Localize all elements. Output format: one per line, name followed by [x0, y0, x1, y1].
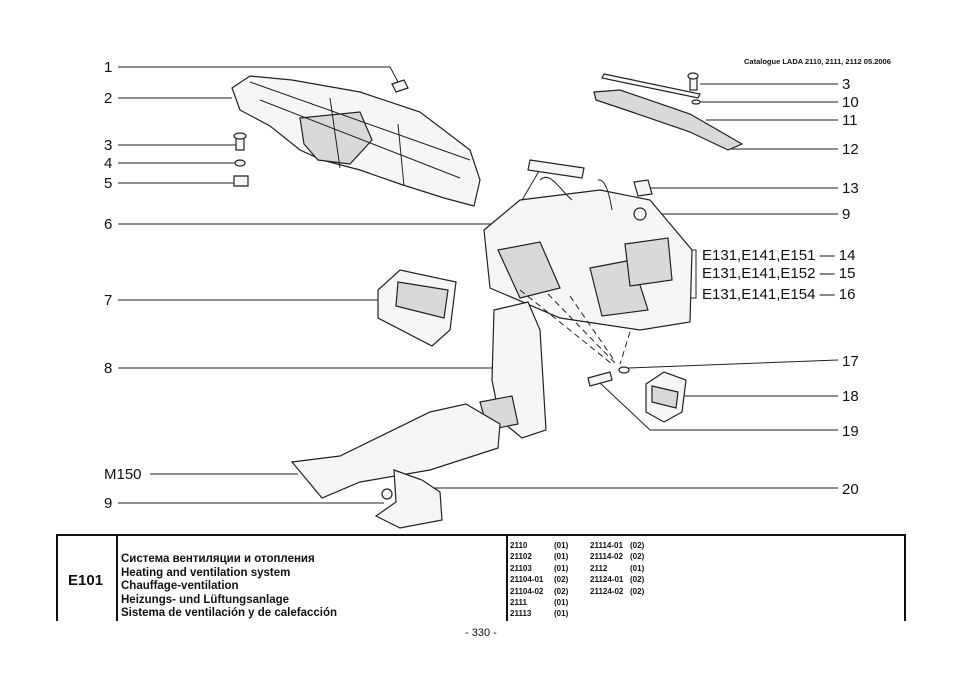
- callout-3-right: 3: [842, 76, 850, 93]
- model: 21102: [510, 552, 532, 562]
- part-9-nut-right: [633, 207, 647, 221]
- model-code: (02): [554, 586, 569, 596]
- page-number: - 330 -: [465, 627, 497, 639]
- model: 21103: [510, 563, 532, 573]
- part-20-cover: [374, 469, 443, 529]
- model-code: (01): [554, 598, 569, 608]
- model-code: (01): [554, 609, 569, 619]
- model: 21113: [510, 609, 532, 619]
- model: 21104-02: [510, 586, 544, 596]
- callout-3-left: 3: [104, 137, 112, 154]
- part-7-air-vent: [377, 269, 457, 347]
- callout-9-right: 9: [842, 206, 850, 223]
- callout-10: 10: [842, 94, 859, 111]
- part-13-clamp: [633, 179, 653, 197]
- callout-17: 17: [842, 353, 859, 370]
- part-17-washer: [618, 366, 630, 374]
- model-code: (02): [630, 552, 645, 562]
- leader-1-tail: [389, 66, 399, 83]
- callout-16: E131,E141,E154 — 16: [702, 286, 855, 303]
- part-9-nut-left: [381, 488, 393, 500]
- part-3-10-11-12-top-right: [593, 72, 744, 151]
- part-18-side-vent: [645, 371, 687, 423]
- model-code: (02): [554, 575, 569, 585]
- callout-12: 12: [842, 141, 859, 158]
- model: 21104-01: [510, 575, 544, 585]
- title-fr: Chauffage-ventilation: [121, 580, 239, 592]
- model-code: (02): [630, 575, 645, 585]
- callout-6: 6: [104, 216, 112, 233]
- leader-lines-right: [420, 83, 839, 489]
- callout-4: 4: [104, 155, 112, 172]
- section-code-cell: E101: [58, 536, 118, 621]
- leader-19: [599, 382, 838, 431]
- title-ru: Система вентиляции и отопления: [121, 553, 315, 565]
- model: 21114-01: [590, 541, 623, 550]
- model-code: (02): [630, 586, 645, 596]
- catalogue-header: Catalogue LADA 2110, 2111, 2112 05.2006: [744, 57, 891, 66]
- title-de: Heizungs- und Lüftungsanlage: [121, 593, 290, 606]
- code-col-1: (01) (01) (01) (02) (02) (01) (01): [554, 540, 568, 620]
- assembly-dashed-lines: [519, 289, 631, 365]
- callout-15: E131,E141,E152 — 15: [702, 265, 855, 282]
- titles-cell: Система вентиляции и отопления Heating a…: [116, 536, 508, 621]
- model-col-2: 21114-01 21114-02 2112 21124-01 21124-02: [590, 540, 623, 597]
- part-6-duct: [527, 159, 585, 179]
- callout-labels: 1 2 3 4 5 6 7 8 M150 9 3 10 11 12 13 9 E…: [104, 59, 859, 512]
- callout-1: 1: [104, 59, 112, 76]
- callout-13: 13: [842, 180, 859, 197]
- callout-9-left: 9: [104, 495, 112, 512]
- part-1-clip: [391, 79, 409, 93]
- callout-8: 8: [104, 360, 112, 377]
- leader-17: [627, 359, 839, 369]
- callout-7: 7: [104, 292, 112, 309]
- code-col-2: (02) (02) (01) (02) (02): [630, 540, 644, 597]
- model: 21124-01: [590, 575, 624, 585]
- callout-2: 2: [104, 90, 112, 107]
- title-es: Sistema de ventilación y de calefacción: [121, 607, 338, 619]
- part-2-dashboard-frame: [231, 75, 481, 207]
- footer-frame: E101 Система вентиляции и отопления Heat…: [56, 534, 906, 621]
- model-code: (02): [630, 541, 645, 550]
- title-en: Heating and ventilation system: [121, 566, 291, 579]
- part-19-screw: [587, 371, 613, 387]
- callout-11: 11: [842, 112, 858, 129]
- callout-18: 18: [842, 388, 859, 405]
- part-m150-tunnel: [290, 403, 501, 499]
- section-code: E101: [68, 572, 104, 589]
- model: 2111: [510, 598, 527, 608]
- model-code: (01): [554, 552, 569, 562]
- part-8-floor-duct: [479, 301, 547, 439]
- model: 2112: [590, 563, 608, 573]
- callout-m150: M150: [104, 466, 142, 483]
- callout-19: 19: [842, 423, 859, 440]
- callout-5: 5: [104, 175, 112, 192]
- model: 21124-02: [590, 586, 624, 596]
- section-titles: Система вентиляции и отопления Heating a…: [121, 553, 337, 621]
- model-code: (01): [554, 563, 569, 573]
- model: 2110: [510, 541, 528, 550]
- model-code: (01): [554, 541, 569, 550]
- callout-14: E131,E141,E151 — 14: [702, 247, 855, 264]
- callout-20: 20: [842, 481, 859, 498]
- leader-lines: [118, 66, 543, 504]
- model-col-1: 2110 21102 21103 21104-01 21104-02 2111 …: [510, 540, 543, 620]
- model-code: (01): [630, 563, 645, 573]
- part-3-4-5-fasteners-left: [233, 132, 249, 187]
- model: 21114-02: [590, 552, 623, 562]
